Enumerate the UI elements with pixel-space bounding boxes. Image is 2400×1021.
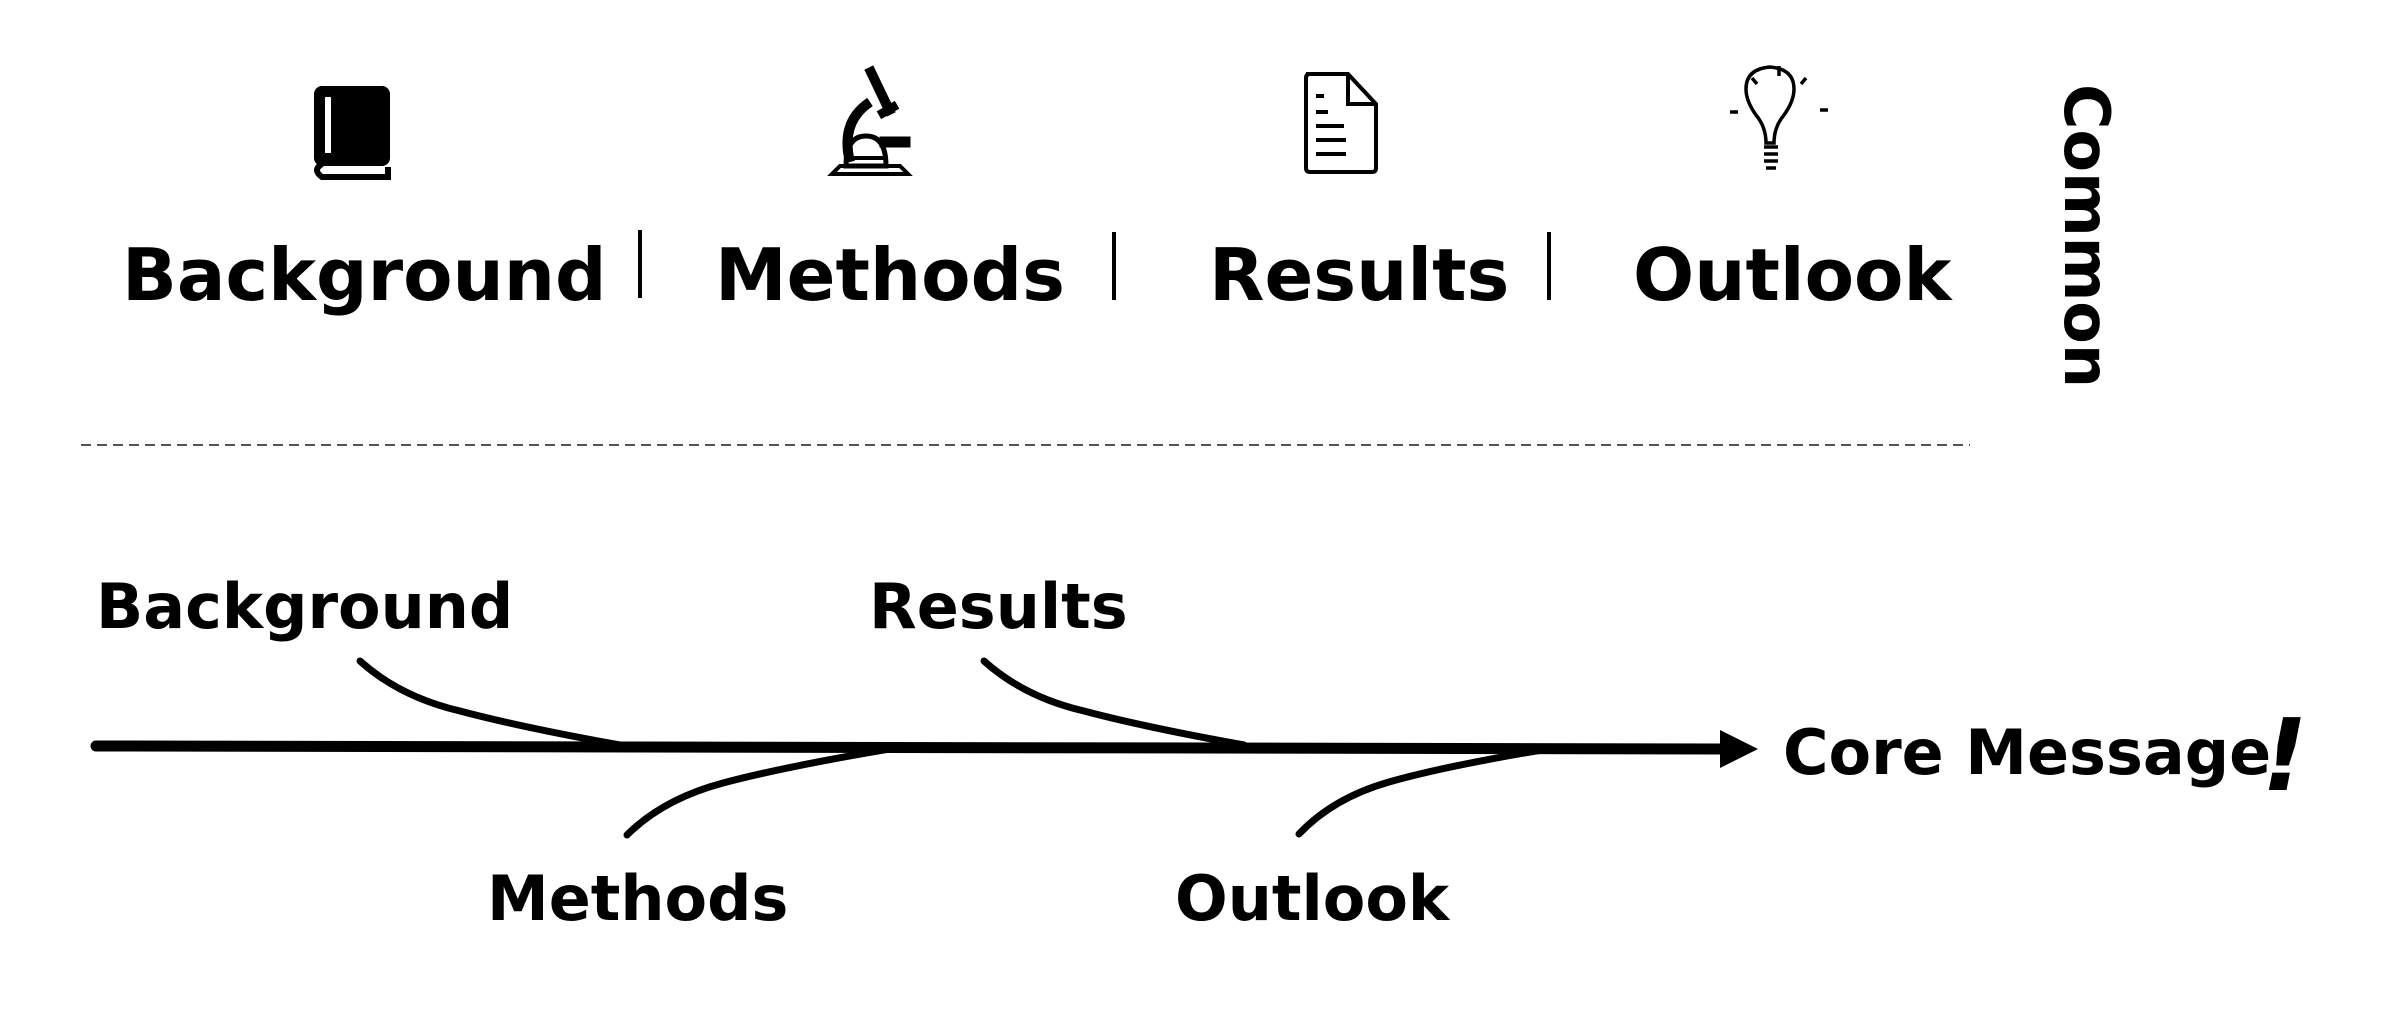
top-label-methods: Methods — [715, 233, 1065, 317]
branch-label-results: Results — [869, 570, 1128, 643]
branch-methods — [623, 745, 894, 839]
branch-outlook — [1295, 745, 1552, 838]
branch-label-methods: Methods — [487, 862, 788, 935]
branch-label-outlook: Outlook — [1175, 862, 1451, 935]
arrowhead — [1720, 730, 1758, 768]
branch-results — [980, 657, 1248, 749]
top-label-results: Results — [1209, 233, 1509, 317]
side-label-common: Common — [2050, 84, 2123, 388]
main-spine — [90, 740, 1731, 755]
exclamation-mark: ! — [2262, 697, 2308, 814]
branch-background — [356, 657, 624, 749]
branch-label-background: Background — [96, 570, 513, 643]
top-label-outlook: Outlook — [1633, 233, 1953, 317]
document-icon — [1304, 72, 1378, 174]
top-label-background: Background — [122, 233, 607, 317]
book-icon — [314, 86, 391, 180]
lightbulb-icon — [1730, 65, 1828, 170]
microscope-icon — [827, 65, 913, 176]
core-message-label: Core Message — [1783, 716, 2271, 789]
